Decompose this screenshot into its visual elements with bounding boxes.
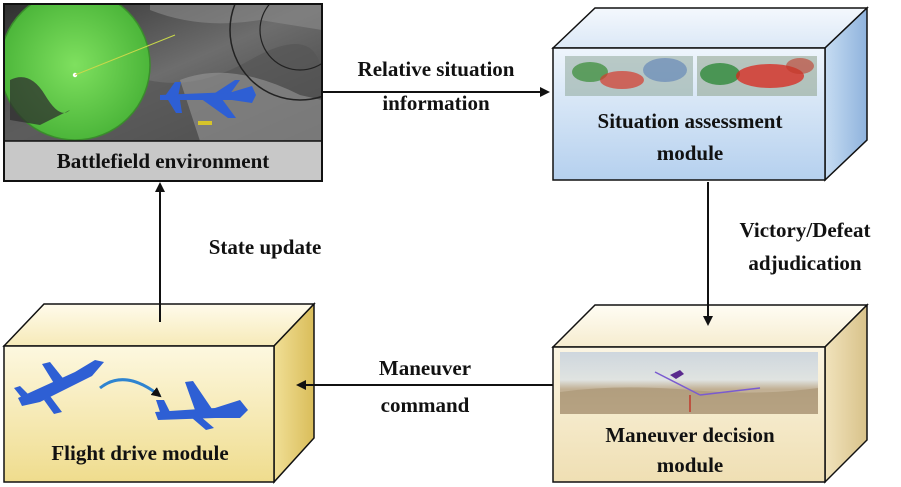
fighter-jet-icon <box>160 80 256 118</box>
victory-defeat-label-line2: adjudication <box>748 251 862 275</box>
situation-assessment-box: Situation assessment module <box>551 6 869 182</box>
situation-box-top <box>551 7 869 49</box>
maneuver-terrain-image <box>560 352 818 414</box>
flight-drive-label: Flight drive module <box>51 441 228 465</box>
range-ring-1 <box>229 4 322 101</box>
situation-label-line2: module <box>657 141 724 165</box>
flight-drive-box: Flight drive module <box>2 302 316 484</box>
situation-heatmap-image <box>565 56 817 96</box>
maneuver-box-top <box>551 304 869 348</box>
maneuver-decision-box: Maneuver decision module <box>551 303 869 484</box>
maneuver-path-arrow <box>99 378 162 398</box>
range-ring-2 <box>259 4 322 71</box>
battlefield-environment-box: Battlefield environment <box>3 3 323 182</box>
maneuver-label-line1: Maneuver decision <box>605 423 775 447</box>
battlefield-image <box>4 4 322 141</box>
situation-label-line1: Situation assessment <box>598 109 783 133</box>
maneuver-label-line2: module <box>657 453 724 477</box>
jet-after-icon <box>155 381 248 430</box>
maneuver-command-label-line1: Maneuver <box>379 356 471 380</box>
jet-before-icon <box>14 360 104 414</box>
relative-situation-label-line1: Relative situation <box>358 57 515 81</box>
battlefield-environment-label: Battlefield environment <box>57 149 270 173</box>
maneuver-command-label-line2: command <box>381 393 470 417</box>
battlefield-label-panel <box>4 141 322 181</box>
victory-defeat-label-line1: Victory/Defeat <box>740 218 871 242</box>
state-update-label: State update <box>209 235 322 259</box>
relative-situation-label-line2: information <box>382 91 490 115</box>
